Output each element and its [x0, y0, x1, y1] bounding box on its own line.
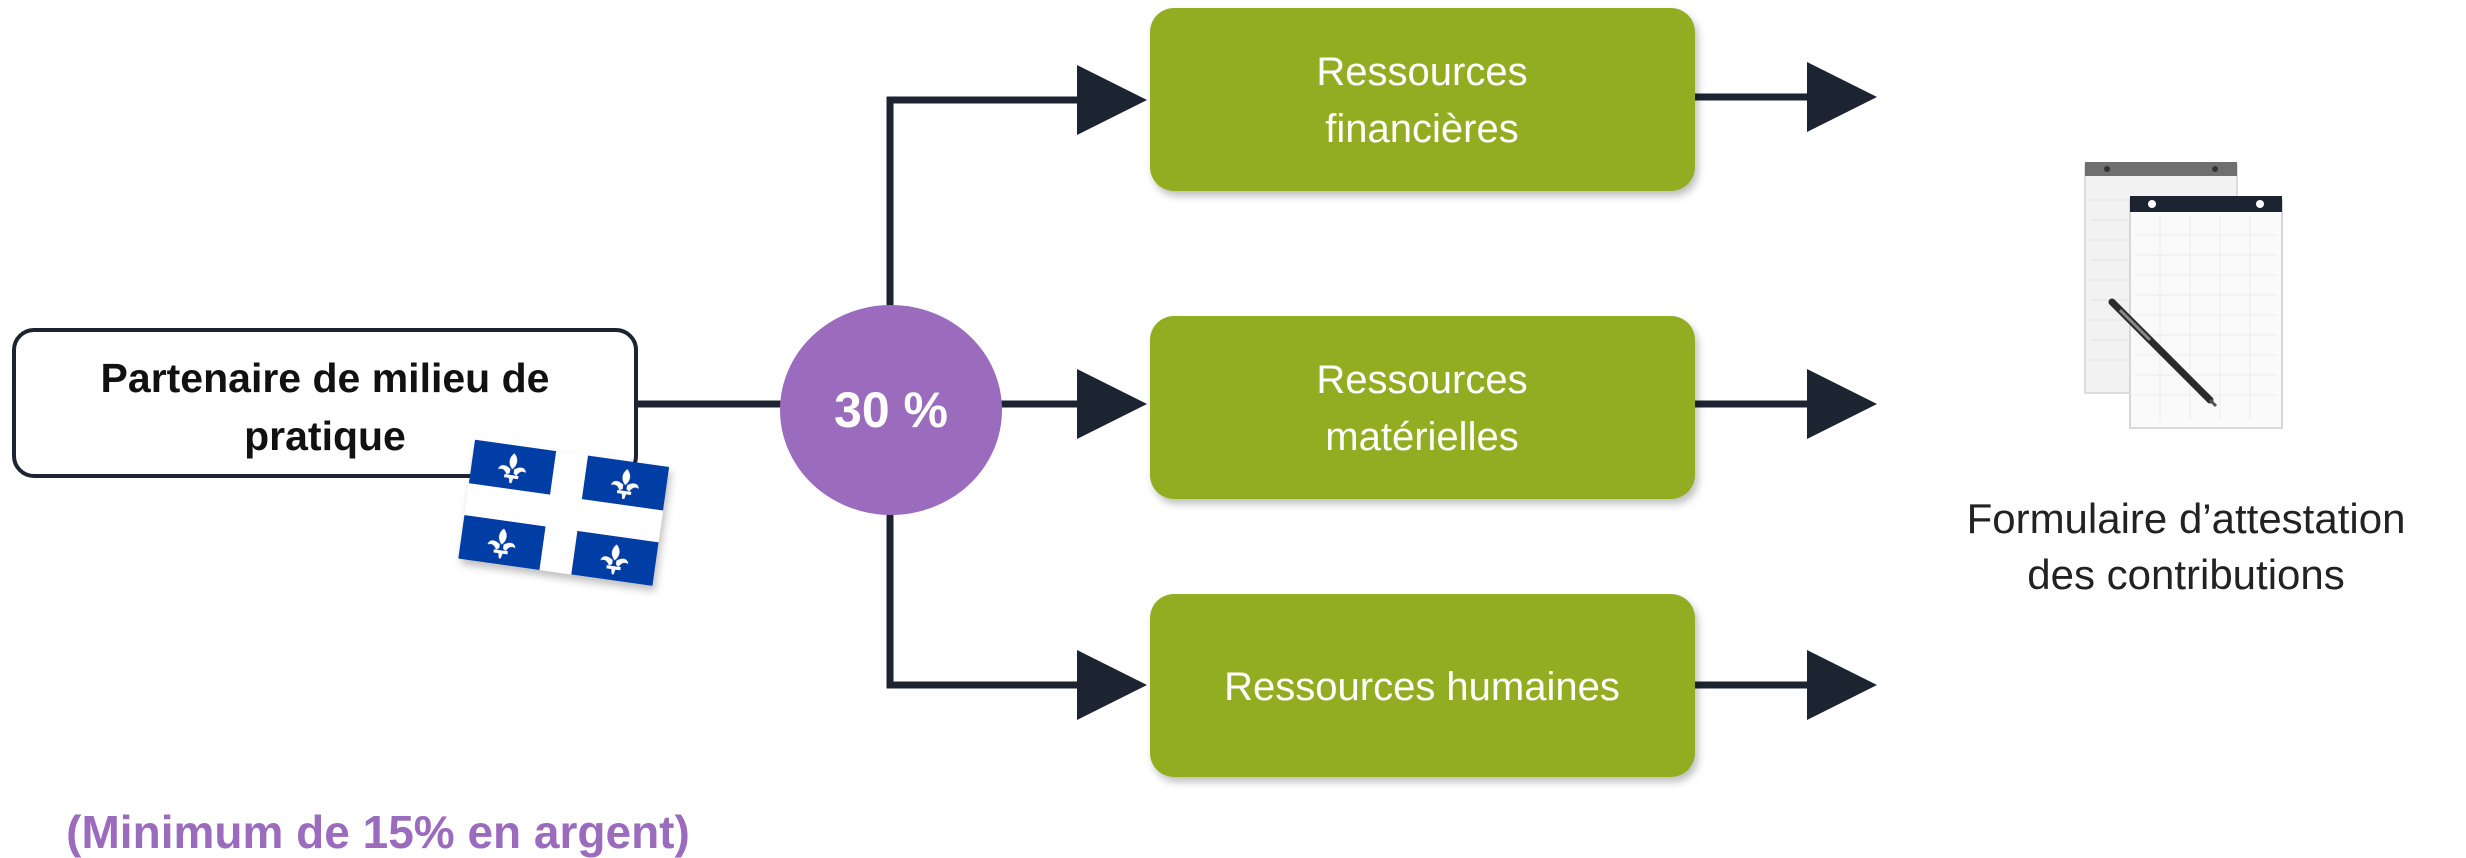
partner-label-line2: pratique: [244, 413, 406, 459]
quebec-flag-icon: [458, 439, 670, 586]
form-label-line2: des contributions: [2027, 551, 2345, 598]
resource-financial-line1: Ressources: [1316, 50, 1527, 94]
partner-label-line1: Partenaire de milieu de: [101, 355, 550, 401]
resource-material-line1: Ressources: [1316, 358, 1527, 402]
resource-financial-line2: financières: [1325, 107, 1518, 151]
connectors: [635, 62, 1877, 720]
partner-box: Partenaire de milieu de pratique: [12, 328, 638, 478]
percentage-circle: 30 %: [780, 305, 1002, 515]
branch-arrow-financial: [886, 65, 1147, 308]
percentage-label: 30 %: [834, 382, 948, 438]
branch-arrow-human: [886, 510, 1147, 720]
resource-box-material: [1150, 316, 1695, 499]
resource-human-label: Ressources humaines: [1224, 665, 1620, 709]
minimum-note: (Minimum de 15% en argent): [66, 806, 690, 858]
resource-material-line2: matérielles: [1325, 415, 1518, 459]
notepad-pen-icon: [2084, 162, 2283, 429]
resource-box-financial: [1150, 8, 1695, 191]
form-label-line1: Formulaire d’attestation: [1967, 495, 2406, 542]
resource-box-human: [1150, 594, 1695, 777]
